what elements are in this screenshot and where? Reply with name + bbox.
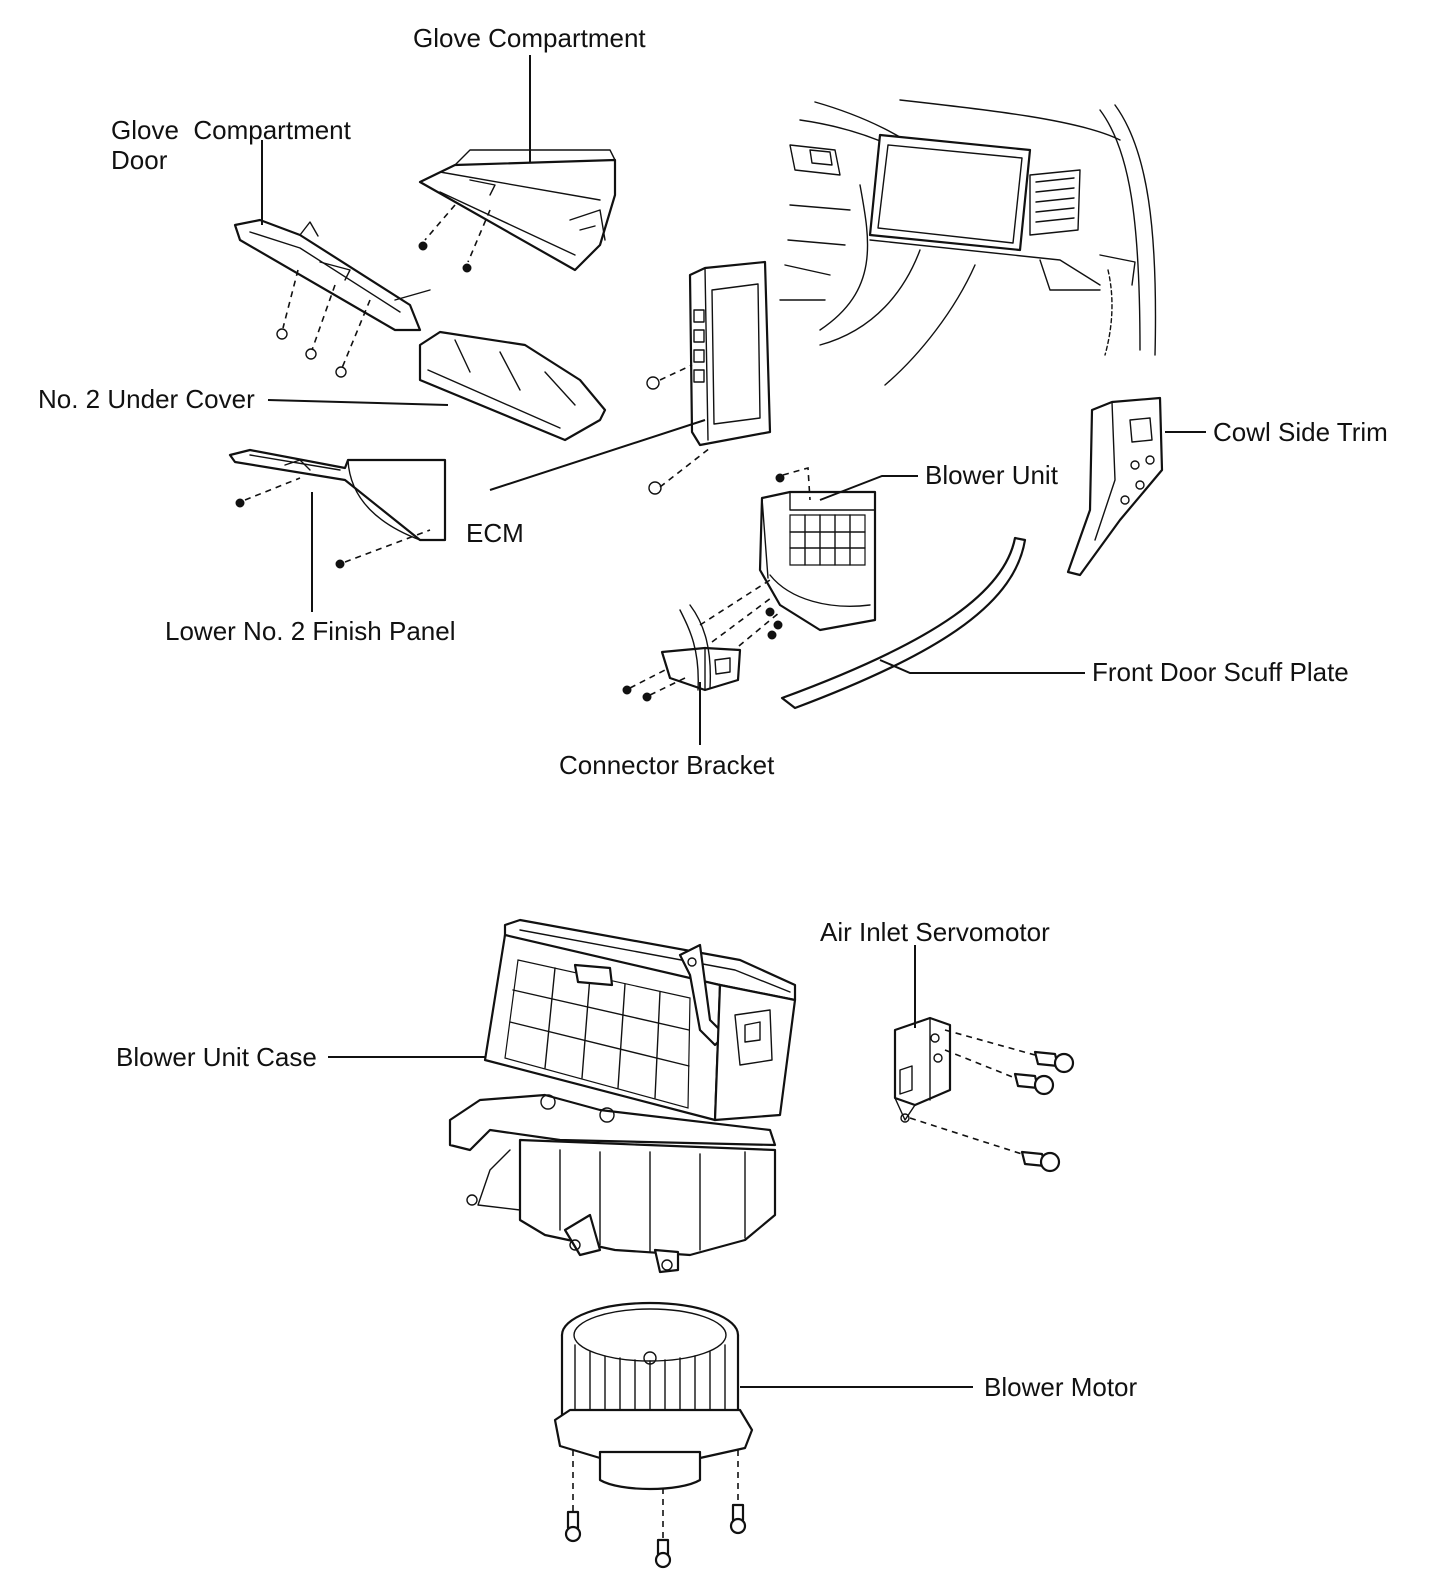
ecm-nuts — [646, 364, 711, 495]
blower-motor-label: Blower Motor — [984, 1372, 1137, 1402]
connector-bracket-drawing — [622, 604, 742, 702]
air-inlet-servomotor-drawing — [893, 1016, 952, 1123]
lower-no2-finish-panel-label: Lower No. 2 Finish Panel — [165, 616, 455, 646]
no2-under-cover-label: No. 2 Under Cover — [38, 384, 255, 414]
dashboard-context-drawing — [779, 99, 1157, 386]
front-door-scuff-plate-drawing — [780, 536, 1027, 710]
blower-motor-screws — [564, 1450, 747, 1569]
glove-compartment-label: Glove Compartment — [413, 23, 646, 53]
air-inlet-servomotor-label: Air Inlet Servomotor — [820, 917, 1050, 947]
blower-unit-drawing — [758, 490, 877, 632]
bottom-section-leader-lines — [328, 945, 973, 1388]
glove-compartment-door-drawing — [233, 218, 431, 332]
lower-no2-finish-panel-drawing — [228, 448, 447, 542]
glove-compartment-door-label-line-2: Door — [111, 145, 168, 175]
blower-unit-case-drawing — [448, 918, 797, 1274]
no2-under-cover-drawing — [418, 330, 607, 442]
glove-compartment-door-label-line-1: Glove Compartment — [111, 115, 352, 145]
front-door-scuff-plate-label: Front Door Scuff Plate — [1092, 657, 1349, 687]
ecm-drawing — [688, 260, 772, 447]
glove-compartment-screws — [418, 204, 491, 273]
blower-unit-case-label: Blower Unit Case — [116, 1042, 317, 1072]
air-inlet-servomotor-screws — [909, 1029, 1075, 1173]
top-section-leader-lines — [261, 55, 1206, 745]
glove-compartment-door-nuts — [276, 269, 371, 378]
cowl-side-trim-drawing — [1066, 396, 1164, 577]
glove-compartment-drawing — [418, 149, 617, 272]
ecm-label: ECM — [466, 518, 524, 548]
cowl-side-trim-label: Cowl Side Trim — [1213, 417, 1388, 447]
lower-no2-finish-panel-screws — [235, 477, 431, 569]
blower-motor-drawing — [553, 1301, 754, 1491]
blower-unit-label: Blower Unit — [925, 460, 1059, 490]
blower-unit-fasteners — [699, 466, 811, 661]
connector-bracket-label: Connector Bracket — [559, 750, 775, 780]
